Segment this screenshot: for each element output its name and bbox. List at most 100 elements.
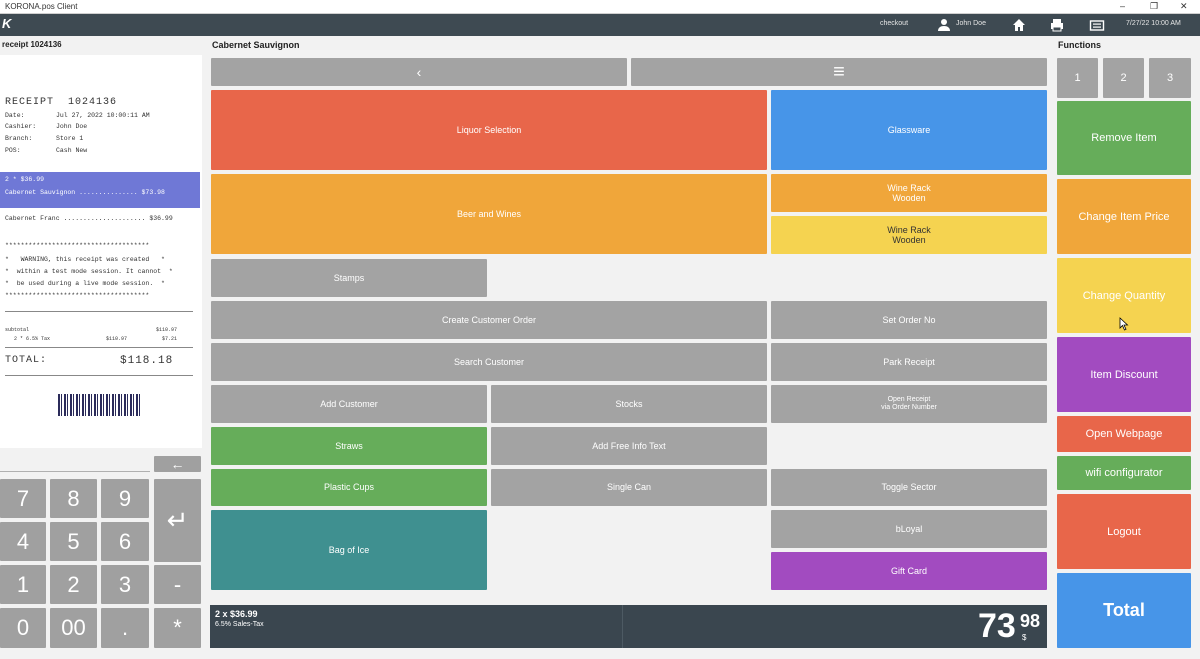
selected-qty: 2 * $36.99 — [5, 176, 45, 183]
receipt-warning: * be used during a live mode session. * — [5, 280, 165, 287]
set-order-no-button[interactable]: Set Order No — [771, 301, 1047, 339]
numpad-key-2[interactable]: 2 — [50, 565, 97, 604]
search-customer-button[interactable]: Search Customer — [211, 343, 767, 381]
window-titlebar: KORONA.pos Client – ❐ ✕ — [0, 0, 1200, 14]
receipt-branch: Store 1 — [56, 135, 84, 142]
subtotal-label: subtotal — [5, 327, 30, 333]
straws-button[interactable]: Straws — [211, 427, 487, 465]
tax-value: $7.21 — [162, 336, 178, 342]
wifi-configurator-button[interactable]: wifi configurator — [1057, 456, 1191, 490]
numpad-key-minus[interactable]: - — [154, 565, 201, 604]
receipt-date: Jul 27, 2022 10:00:11 AM — [56, 112, 150, 119]
printer-icon[interactable] — [1049, 17, 1065, 33]
bag-of-ice-button[interactable]: Bag of Ice — [211, 510, 487, 590]
park-receipt-button[interactable]: Park Receipt — [771, 343, 1047, 381]
item-discount-button[interactable]: Item Discount — [1057, 337, 1191, 412]
line-summary-bar: 2 x $36.99 6.5% Sales-Tax 73 98 $ — [210, 605, 1047, 648]
receipt-branch-label: Branch: — [5, 135, 33, 142]
numpad-key-1[interactable]: 1 — [0, 565, 46, 604]
summary-currency: $ — [1022, 633, 1027, 642]
receipt-pos-label: POS: — [5, 147, 21, 154]
wine-rack-button[interactable]: Wine Rack Wooden — [771, 174, 1047, 212]
user-icon — [936, 17, 952, 33]
barcode — [58, 394, 142, 416]
glassware-button[interactable]: Glassware — [771, 90, 1047, 170]
divider — [622, 605, 623, 648]
numpad-key-4[interactable]: 4 — [0, 522, 46, 561]
numpad-input[interactable] — [0, 456, 150, 472]
numpad-key-7[interactable]: 7 — [0, 479, 46, 518]
numpad-key-3[interactable]: 3 — [101, 565, 149, 604]
summary-qty-price: 2 x $36.99 — [215, 609, 258, 619]
receipt-cashier: John Doe — [56, 123, 88, 130]
remove-item-button[interactable]: Remove Item — [1057, 101, 1191, 175]
change-item-price-button[interactable]: Change Item Price — [1057, 179, 1191, 254]
numpad-key-5[interactable]: 5 — [50, 522, 97, 561]
current-item-title: Cabernet Sauvignon — [212, 40, 300, 50]
stamps-button[interactable]: Stamps — [211, 259, 487, 297]
summary-amount-cents: 98 — [1020, 611, 1041, 631]
enter-key[interactable]: ↵ — [154, 479, 201, 562]
numpad-key-6[interactable]: 6 — [101, 522, 149, 561]
receipt-pos: Cash New — [56, 147, 88, 154]
selected-item: Cabernet Sauvignon ............... $73.9… — [5, 189, 165, 196]
nav-menu-button[interactable]: ≡ — [631, 58, 1047, 86]
tax-label: 2 * 6.5% Tax — [14, 336, 51, 342]
beer-and-wines-button[interactable]: Beer and Wines — [211, 174, 767, 254]
receipt-stars: ************************************* — [5, 292, 150, 299]
function-page-1[interactable]: 1 — [1057, 58, 1098, 98]
korona-logo-icon: K — [2, 16, 12, 31]
add-free-info-text-button[interactable]: Add Free Info Text — [491, 427, 767, 465]
nav-back-button[interactable]: ‹ — [211, 58, 627, 86]
datetime: 7/27/22 10:00 AM — [1126, 20, 1181, 27]
function-page-2[interactable]: 2 — [1103, 58, 1144, 98]
app-header: K checkout John Doe 7/27/22 10:00 AM — [0, 14, 1200, 36]
divider — [5, 347, 193, 348]
logout-button[interactable]: Logout — [1057, 494, 1191, 569]
mouse-cursor-icon — [1119, 317, 1129, 331]
create-customer-order-button[interactable]: Create Customer Order — [211, 301, 767, 339]
receipt-stars: ************************************* — [5, 242, 150, 249]
minimize-icon[interactable]: – — [1120, 1, 1126, 11]
change-quantity-button[interactable]: Change Quantity — [1057, 258, 1191, 333]
receipt-cashier-label: Cashier: — [5, 123, 37, 130]
receipt-panel: RECEIPT 1024136 Date: Jul 27, 2022 10:00… — [0, 55, 202, 448]
stocks-button[interactable]: Stocks — [491, 385, 767, 423]
plastic-cups-button[interactable]: Plastic Cups — [211, 469, 487, 506]
toggle-sector-button[interactable]: Toggle Sector — [771, 469, 1047, 506]
functions-title: Functions — [1058, 40, 1101, 50]
total-button[interactable]: Total — [1057, 573, 1191, 648]
maximize-icon[interactable]: ❐ — [1150, 1, 1159, 11]
gift-card-button[interactable]: Gift Card — [771, 552, 1047, 590]
numpad-key-multiply[interactable]: * — [154, 608, 201, 648]
bloyal-button[interactable]: bLoyal — [771, 510, 1047, 548]
home-icon[interactable] — [1011, 17, 1027, 33]
add-customer-button[interactable]: Add Customer — [211, 385, 487, 423]
subtotal-value: $110.97 — [156, 327, 178, 333]
receipt-warning: * within a test mode session. It cannot … — [5, 268, 173, 275]
receipt-date-label: Date: — [5, 112, 25, 119]
receipt-line-item[interactable]: Cabernet Franc ..................... $36… — [5, 215, 173, 222]
receipt-title: RECEIPT 1024136 — [5, 97, 118, 108]
tax-base: $110.97 — [106, 336, 128, 342]
wine-rack-button[interactable]: Wine Rack Wooden — [771, 216, 1047, 254]
user-name: John Doe — [956, 20, 986, 27]
numpad-key-00[interactable]: 00 — [50, 608, 97, 648]
divider — [5, 311, 193, 312]
selected-receipt-line[interactable]: 2 * $36.99 Cabernet Sauvignon ..........… — [0, 172, 200, 208]
divider — [5, 375, 193, 376]
function-page-3[interactable]: 3 — [1149, 58, 1191, 98]
numpad-key-0[interactable]: 0 — [0, 608, 46, 648]
receipt-heading: receipt 1024136 — [2, 40, 62, 49]
numpad-key-8[interactable]: 8 — [50, 479, 97, 518]
open-receipt-button[interactable]: Open Receipt via Order Number — [771, 385, 1047, 423]
receipt-warning: * WARNING, this receipt was created * — [5, 256, 165, 263]
liquor-selection-button[interactable]: Liquor Selection — [211, 90, 767, 170]
numpad-key-9[interactable]: 9 — [101, 479, 149, 518]
close-icon[interactable]: ✕ — [1180, 1, 1188, 11]
keyboard-icon[interactable] — [1089, 17, 1105, 33]
backspace-key[interactable]: ← — [154, 456, 201, 472]
single-can-button[interactable]: Single Can — [491, 469, 767, 506]
numpad-key-decimal[interactable]: . — [101, 608, 149, 648]
open-webpage-button[interactable]: Open Webpage — [1057, 416, 1191, 452]
